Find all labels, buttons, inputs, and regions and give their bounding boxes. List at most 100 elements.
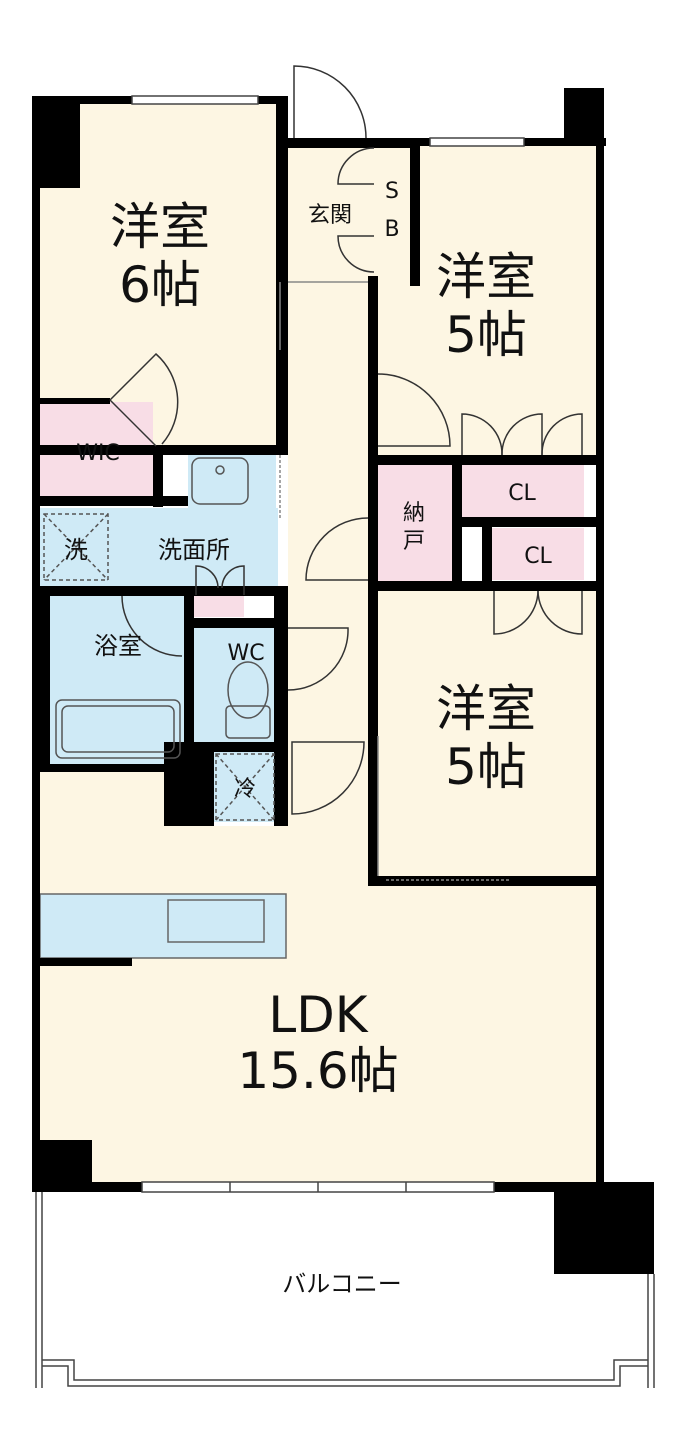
wall-column-top-left	[32, 96, 80, 188]
storage-door-swing	[305, 517, 369, 581]
wall-wc-top	[184, 618, 288, 628]
wall-wic-top	[40, 398, 110, 404]
washroom-label: 洗面所	[158, 536, 230, 564]
wic-label: WIC	[76, 441, 120, 466]
storage-label-2: 戸	[403, 529, 425, 554]
wc-floor	[194, 628, 274, 742]
fridge-label: 冷	[234, 777, 256, 802]
shoe-box-label-b: B	[384, 217, 399, 242]
balcony	[35, 1192, 655, 1388]
western-room-5-mid-name: 洋室	[436, 680, 536, 738]
western-room-6-floor	[80, 104, 278, 449]
bathtub-inner	[61, 705, 175, 753]
kitchen-sink	[167, 899, 265, 943]
labels: 洋室 6帖 玄関 S B 洋室 5帖 WIC 納 戸 CL CL 洗 洗面所 浴…	[64, 179, 553, 1298]
wall-outer-left	[32, 96, 40, 1192]
storage-label-1: 納	[403, 501, 425, 526]
vanity-floor	[188, 455, 276, 511]
toilet-tank	[225, 705, 271, 739]
balcony-front-rail-inner	[42, 1365, 648, 1387]
wc-door-swing	[287, 627, 349, 691]
bath-floor	[50, 596, 184, 764]
washer-label: 洗	[64, 536, 88, 564]
storage-floor	[378, 465, 452, 581]
western-room-5-top-size: 5帖	[445, 306, 527, 364]
washroom-door-1	[195, 565, 219, 595]
shoebox-door-2	[337, 235, 375, 273]
wall-room5top-bottom	[368, 455, 604, 465]
western-room-6-name: 洋室	[110, 198, 210, 256]
shoe-box-label-s: S	[385, 179, 399, 204]
window-room5-top	[429, 137, 525, 147]
western-room-6-floor-left	[40, 188, 82, 400]
washroom-door-2	[221, 565, 245, 595]
western-room-6-size: 6帖	[119, 256, 201, 314]
toilet-bowl	[227, 661, 269, 719]
wall-bath-left	[40, 586, 50, 772]
balcony-front-rail	[42, 1359, 648, 1381]
closet-bottom-door-1	[493, 590, 539, 635]
wall-closet-divider	[452, 517, 604, 527]
washroom-floor	[40, 508, 278, 588]
room6-door-leaf	[109, 399, 157, 447]
entrance-label: 玄関	[308, 203, 352, 228]
entrance-floor	[288, 148, 374, 276]
western-room-5-mid-floor	[378, 590, 596, 880]
balcony-label: バルコニー	[282, 1270, 402, 1298]
wc-label: WC	[227, 641, 264, 666]
ldk-name: LDK	[268, 986, 368, 1044]
closet-bottom-label: CL	[524, 544, 552, 569]
wall-outer-right	[596, 88, 604, 1192]
fridge-space	[215, 753, 275, 821]
ldk-size: 15.6帖	[237, 1042, 398, 1100]
room5-top-door-swing	[377, 373, 451, 447]
wall-wc-right	[274, 586, 288, 826]
ldk-door-swing	[291, 741, 365, 815]
wall-column-mid	[164, 742, 214, 826]
shoebox-door-1	[337, 147, 375, 185]
fridge-diag-2	[215, 753, 275, 821]
bathtub	[55, 699, 181, 759]
bath-door-swing	[121, 595, 183, 657]
doors	[109, 65, 583, 815]
closet-top-door-2	[501, 413, 543, 456]
ldk-floor	[40, 736, 596, 1182]
washer-pan	[43, 513, 109, 581]
closet-top-label: CL	[508, 481, 536, 506]
windows	[131, 95, 525, 1193]
room6-door-swing	[109, 352, 179, 445]
walls	[32, 88, 654, 1274]
wall-entrance-top	[276, 138, 410, 148]
window-room6	[131, 95, 259, 105]
closet-top-door-3	[541, 413, 583, 456]
closet-top-door-1	[461, 413, 503, 456]
front-door-swing	[293, 65, 367, 139]
wall-kitchen-base	[40, 958, 132, 966]
closet-bottom-floor	[492, 528, 584, 580]
floor-fills	[39, 104, 596, 1182]
wall-washroom-bottom	[40, 586, 288, 596]
vanity-drain	[215, 465, 225, 475]
hallway-floor	[288, 276, 374, 736]
wall-wic-bottom	[40, 496, 188, 506]
wall-wc-bottom	[184, 742, 288, 752]
wall-wic-right	[153, 445, 163, 507]
wall-room6-bottom	[40, 445, 288, 455]
wall-room6-right	[276, 96, 288, 454]
wall-closet-left	[482, 517, 492, 591]
wall-shoebox-right	[410, 138, 420, 286]
fixtures	[43, 281, 510, 881]
bath-label: 浴室	[94, 632, 142, 660]
washroom-door-strip	[192, 595, 244, 617]
wall-room5mid-bottom	[368, 876, 604, 886]
wall-bath-bottom	[40, 764, 194, 772]
western-room-5-top-name: 洋室	[436, 248, 536, 306]
closet-top-floor	[460, 465, 584, 517]
kitchen-counter	[39, 893, 287, 959]
western-room-5-mid-size: 5帖	[445, 738, 527, 796]
wall-room5mid-top	[368, 581, 604, 591]
vanity-basin	[191, 457, 249, 505]
wall-column-bottom-right	[554, 1182, 654, 1274]
washer-pan-diag-2	[43, 513, 109, 581]
